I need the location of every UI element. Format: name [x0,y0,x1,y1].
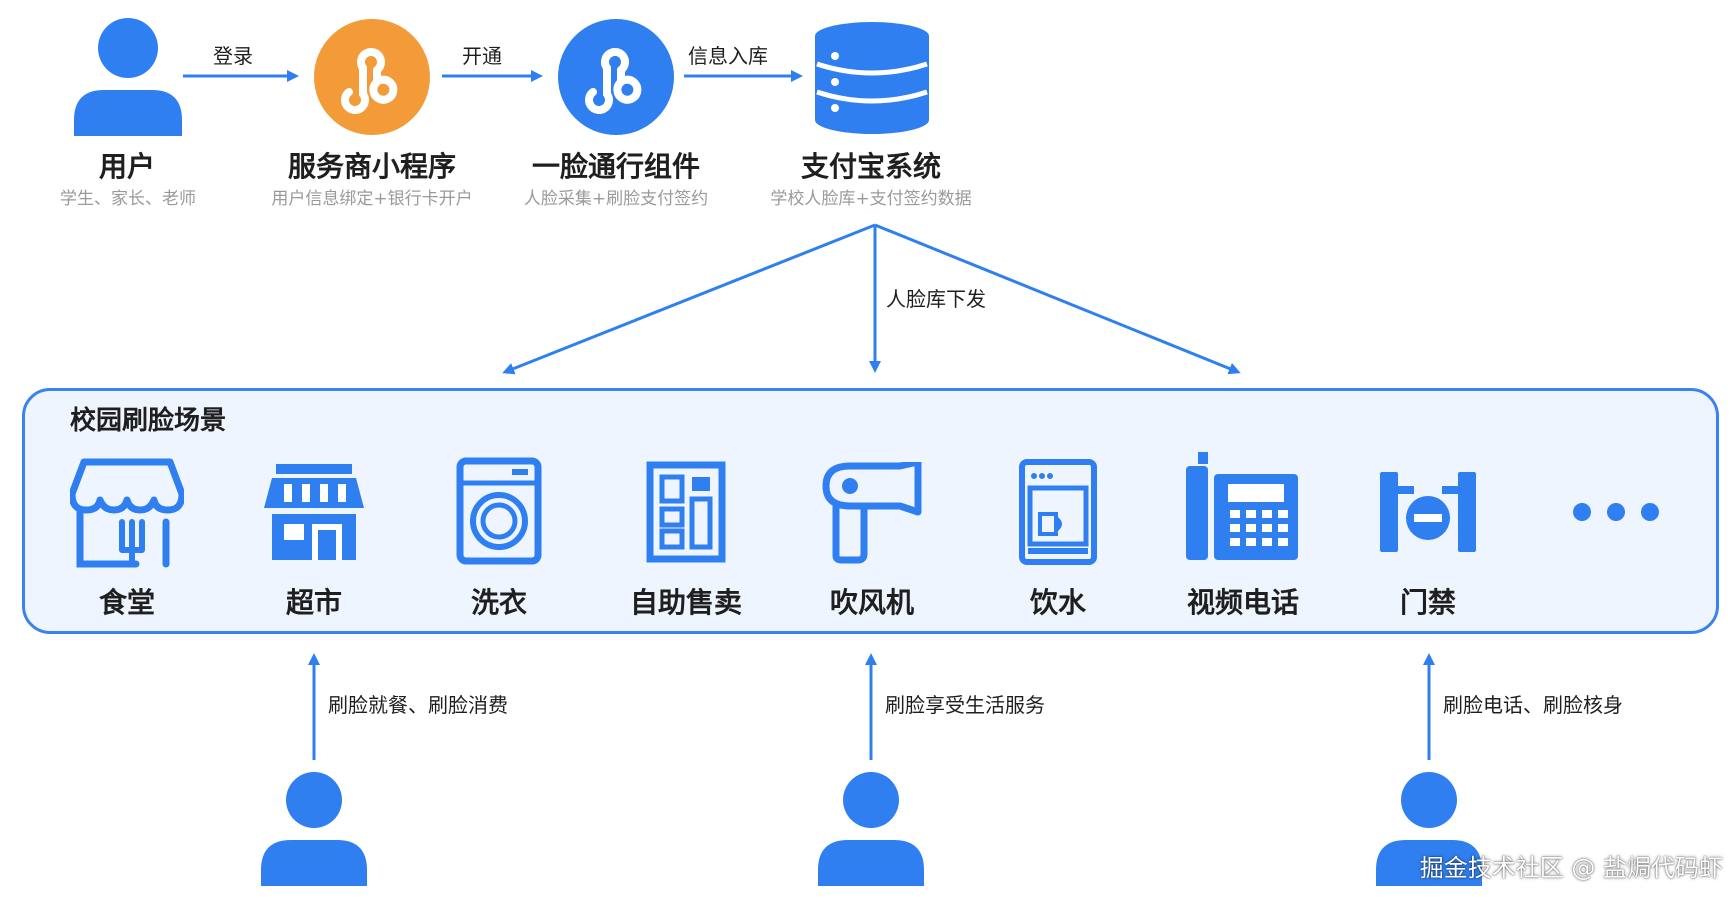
node-title-user: 用户 [98,150,155,183]
mini-program-icon [558,19,674,135]
scene-label-video-phone: 视频电话 [1186,586,1299,619]
edge-distribute-right [874,223,1241,375]
more-icon [1573,503,1659,521]
person-icon [74,18,182,136]
scene-label-store: 超市 [285,586,342,619]
edge-label-store: 信息入库 [688,44,768,68]
action-label-1: 刷脸就餐、刷脸消费 [328,693,508,717]
node-subtitle-user: 学生、家长、老师 [60,189,196,209]
video-phone-icon [1186,452,1298,560]
edge-label-distribute: 人脸库下发 [886,287,986,311]
hair-dryer-icon [822,462,922,564]
database-icon [815,22,929,134]
access-gate-icon [1380,472,1476,552]
store-icon [264,464,364,560]
scene-label-water: 饮水 [1029,586,1086,619]
node-title-facekit: 一脸通行组件 [531,150,700,183]
edge-distribute-left [502,223,876,375]
mini-program-icon [314,19,430,135]
scene-label-laundry: 洗衣 [470,586,527,619]
washing-machine-icon [456,457,542,565]
person-icon [818,772,924,886]
scene-label-vending: 自助售卖 [629,586,742,619]
person-icon [1376,772,1482,886]
action-label-3: 刷脸电话、刷脸核身 [1443,693,1623,717]
edge-label-activate: 开通 [462,44,502,68]
scene-title: 校园刷脸场景 [70,406,227,436]
action-label-2: 刷脸享受生活服务 [885,693,1045,717]
scene-label-access: 门禁 [1399,586,1456,619]
node-subtitle-facekit: 人脸采集+刷脸支付签约 [523,189,709,209]
node-title-alipay: 支付宝系统 [800,150,941,183]
scene-label-hair-dryer: 吹风机 [829,586,914,619]
node-title-miniapp: 服务商小程序 [287,150,456,183]
water-dispenser-icon [1019,459,1097,565]
edge-label-login: 登录 [213,44,253,68]
person-icon [261,772,367,886]
node-subtitle-alipay: 学校人脸库+支付签约数据 [770,189,972,209]
watermark: 掘金技术社区 @ 盐焗代码虾 [1419,854,1723,882]
vending-machine-icon [646,461,726,563]
scene-label-canteen: 食堂 [98,586,155,619]
node-subtitle-miniapp: 用户信息绑定+银行卡开户 [271,189,473,209]
canteen-icon [70,458,184,568]
